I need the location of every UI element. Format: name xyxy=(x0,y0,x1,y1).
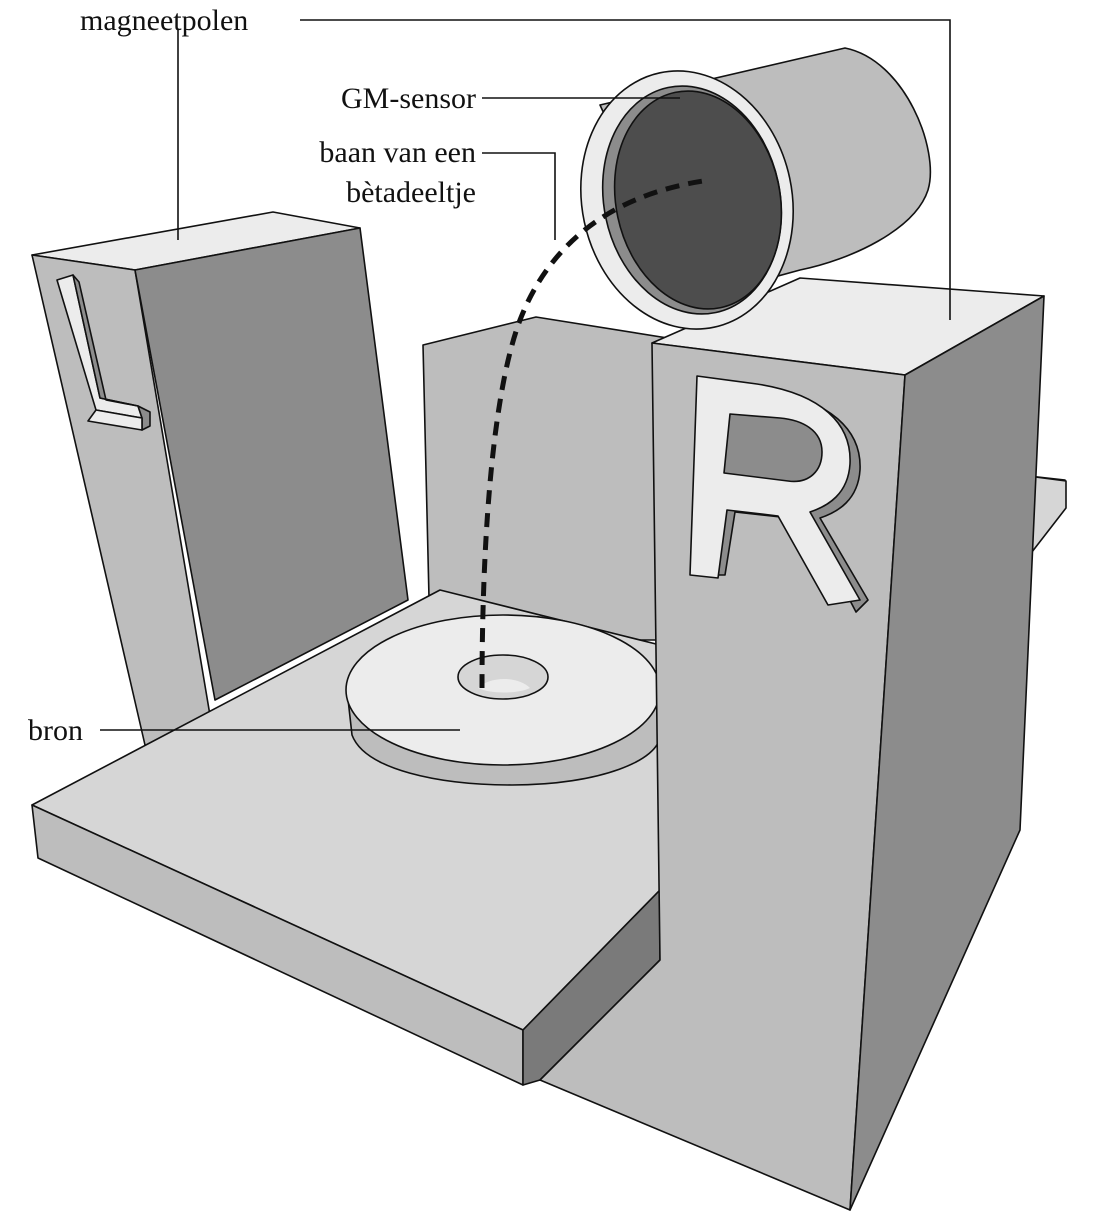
letter-l-bottom xyxy=(87,409,143,431)
label-bron: bron xyxy=(28,714,83,747)
letter-l-end xyxy=(137,405,151,431)
back-plate xyxy=(422,316,681,641)
label-magneetpolen: magneetpolen xyxy=(80,4,248,37)
source-hole-floor xyxy=(478,679,530,693)
left-pole-side xyxy=(134,227,409,701)
source-disc xyxy=(345,614,661,786)
left-magnet-pole: L xyxy=(31,211,409,746)
leader-baan xyxy=(482,152,556,240)
beta-particle-path xyxy=(479,177,711,689)
gm-tube-inside xyxy=(613,90,783,310)
letter-l-shadow xyxy=(72,274,139,407)
label-baan-line2: bètadeeltje xyxy=(346,176,476,209)
letter-r-shape xyxy=(689,375,861,606)
letter-l-emboss xyxy=(56,274,151,431)
letter-r-emboss xyxy=(689,375,869,613)
right-pole-side xyxy=(849,295,1045,1211)
label-baan-line1: baan van een xyxy=(319,136,476,169)
gm-sensor-tube xyxy=(579,47,932,330)
leader-magneetpolen-right xyxy=(300,19,951,320)
label-gm-sensor: GM-sensor xyxy=(341,82,476,115)
